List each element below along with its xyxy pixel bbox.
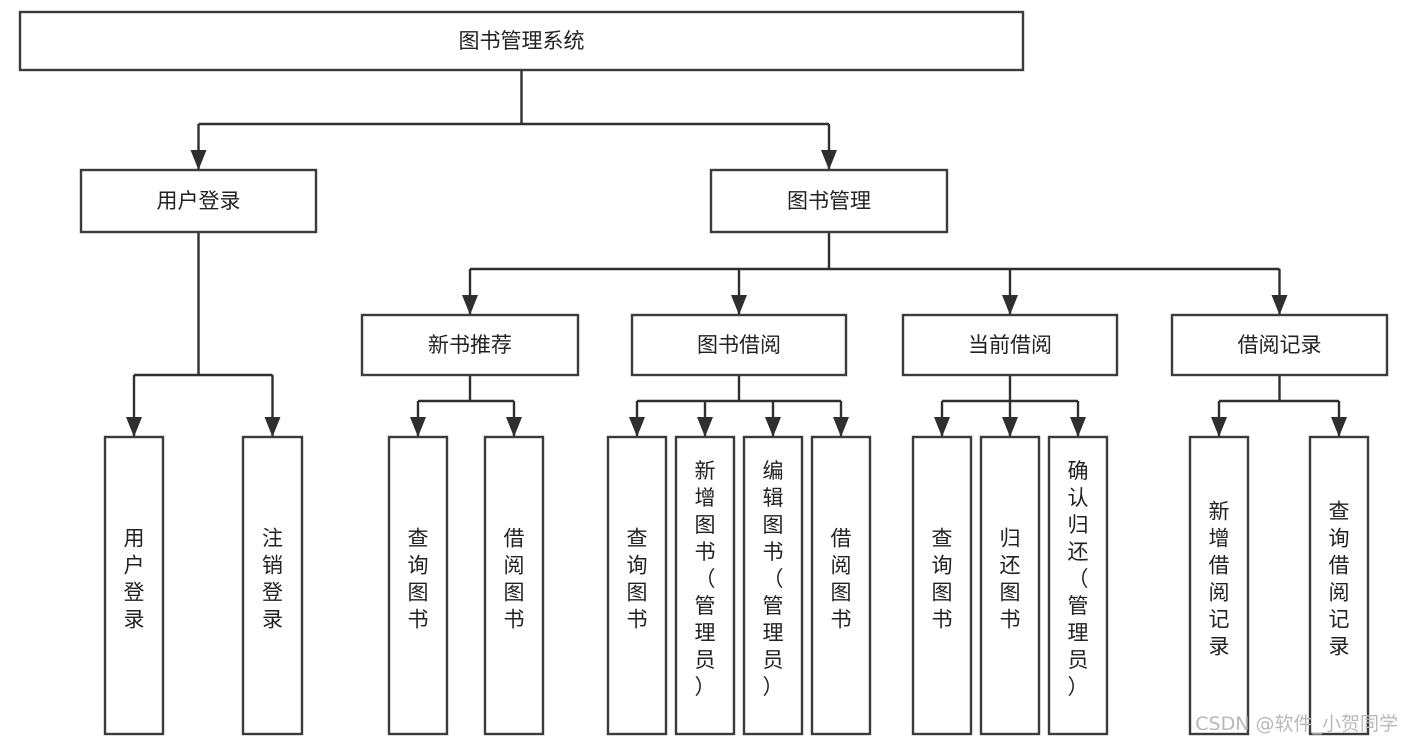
node-l3-0[interactable]: 新书推荐 (360, 313, 580, 377)
edge-group (410, 375, 522, 437)
node-leaf-5[interactable]: 新增图书（管理员） (674, 435, 736, 736)
arrow-head-icon (506, 417, 522, 437)
node-leaf-9[interactable]: 归还图书 (979, 435, 1041, 736)
node-box-rect[interactable] (18, 10, 1025, 72)
node-label: 注销登录 (262, 527, 283, 632)
node-leaf-2[interactable]: 查询图书 (387, 435, 449, 736)
node-box-rect[interactable] (901, 313, 1119, 377)
arrow-head-icon (1002, 417, 1018, 437)
node-label: 用户登录 (124, 527, 145, 632)
node-leaf-12[interactable]: 查询借阅记录 (1308, 435, 1370, 736)
node-label: 新书推荐 (428, 333, 512, 357)
node-label: 查询图书 (627, 527, 648, 632)
node-leaf-1[interactable]: 注销登录 (241, 435, 304, 736)
node-root-0[interactable]: 图书管理系统 (18, 10, 1025, 72)
node-leaf-10[interactable]: 确认归还（管理员） (1047, 435, 1109, 736)
node-leaf-7[interactable]: 借阅图书 (810, 435, 872, 736)
node-box-rect[interactable] (630, 313, 848, 377)
node-leaf-0[interactable]: 用户登录 (103, 435, 165, 736)
node-l3-3[interactable]: 借阅记录 (1170, 313, 1389, 377)
node-label: 查询图书 (408, 527, 429, 632)
arrow-head-icon (190, 150, 207, 170)
arrow-head-icon (462, 295, 478, 315)
nodes-layer: 图书管理系统用户登录图书管理新书推荐图书借阅当前借阅借阅记录用户登录注销登录查询… (18, 10, 1389, 736)
arrow-head-icon (697, 417, 713, 437)
node-leaf-3[interactable]: 借阅图书 (483, 435, 545, 736)
edges-layer (126, 70, 1347, 437)
node-label: 图书管理 (787, 189, 871, 213)
node-label: 借阅记录 (1238, 333, 1322, 357)
node-box-rect[interactable] (709, 168, 949, 234)
node-l3-2[interactable]: 当前借阅 (901, 313, 1119, 377)
edge-group (934, 375, 1086, 437)
node-box-rect[interactable] (1308, 435, 1370, 736)
node-label: 新增图书（管理员） (695, 459, 716, 699)
node-label: 借阅图书 (504, 527, 525, 632)
node-leaf-6[interactable]: 编辑图书（管理员） (742, 435, 804, 736)
edge-group (126, 232, 281, 437)
node-label: 查询图书 (932, 527, 953, 632)
arrow-head-icon (765, 417, 781, 437)
edge-group (190, 70, 837, 170)
node-label: 归还图书 (1000, 527, 1021, 632)
node-box-rect[interactable] (241, 435, 304, 736)
csdn-watermark: CSDN @软件_小贺同学 (1195, 713, 1398, 735)
arrow-head-icon (410, 417, 426, 437)
node-box-rect[interactable] (1047, 435, 1109, 736)
node-box-rect[interactable] (810, 435, 872, 736)
edge-group (629, 375, 849, 437)
arrow-head-icon (1211, 417, 1227, 437)
arrow-head-icon (1002, 295, 1018, 315)
node-box-rect[interactable] (911, 435, 973, 736)
arrow-head-icon (126, 417, 142, 437)
node-label: 新增借阅记录 (1209, 500, 1230, 659)
arrow-head-icon (731, 295, 747, 315)
node-l2-0[interactable]: 用户登录 (79, 168, 318, 234)
edge-group (462, 232, 1288, 315)
arrow-head-icon (1070, 417, 1086, 437)
arrow-head-icon (264, 417, 281, 437)
node-box-rect[interactable] (674, 435, 736, 736)
arrow-head-icon (629, 417, 645, 437)
node-label: 当前借阅 (968, 333, 1052, 357)
node-leaf-8[interactable]: 查询图书 (911, 435, 973, 736)
node-box-rect[interactable] (360, 313, 580, 377)
node-label: 借阅图书 (831, 527, 852, 632)
node-leaf-4[interactable]: 查询图书 (606, 435, 668, 736)
arrow-head-icon (833, 417, 849, 437)
arrow-head-icon (1331, 417, 1347, 437)
node-l3-1[interactable]: 图书借阅 (630, 313, 848, 377)
node-box-rect[interactable] (387, 435, 449, 736)
node-l2-1[interactable]: 图书管理 (709, 168, 949, 234)
node-label: 编辑图书（管理员） (763, 459, 784, 699)
node-box-rect[interactable] (742, 435, 804, 736)
node-box-rect[interactable] (1188, 435, 1250, 736)
node-box-rect[interactable] (606, 435, 668, 736)
arrow-head-icon (821, 150, 837, 170)
node-label: 查询借阅记录 (1329, 500, 1350, 659)
node-label: 用户登录 (157, 189, 241, 213)
node-box-rect[interactable] (1170, 313, 1389, 377)
node-box-rect[interactable] (103, 435, 165, 736)
node-box-rect[interactable] (483, 435, 545, 736)
node-box-rect[interactable] (79, 168, 318, 234)
node-label: 图书借阅 (697, 333, 781, 357)
node-leaf-11[interactable]: 新增借阅记录 (1188, 435, 1250, 736)
node-label: 确认归还（管理员） (1068, 459, 1089, 699)
node-box-rect[interactable] (979, 435, 1041, 736)
arrow-head-icon (934, 417, 950, 437)
arrow-head-icon (1271, 295, 1288, 315)
edge-group (1211, 375, 1347, 437)
node-label: 图书管理系统 (459, 29, 585, 53)
